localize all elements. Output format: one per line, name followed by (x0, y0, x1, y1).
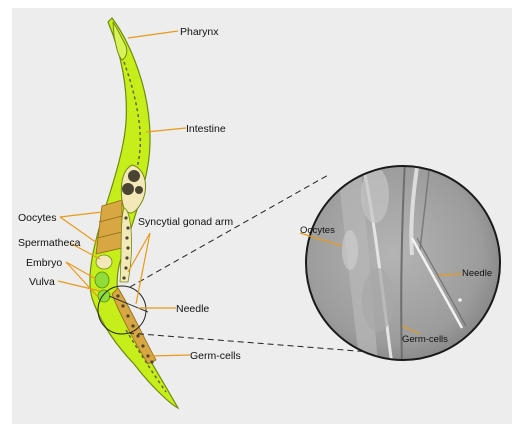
needle-line (108, 295, 149, 313)
label-intestine: Intestine (186, 123, 226, 135)
label-oocytes: Oocytes (18, 212, 57, 224)
label-vulva: Vulva (29, 276, 55, 288)
syncytial-gonad-arm (119, 207, 132, 283)
syncytial-dots (122, 216, 130, 280)
label-spermatheca: Spermatheca (18, 237, 81, 249)
germ-cell-dots (116, 294, 154, 364)
germ-cell-large (135, 186, 143, 194)
label-needle: Needle (176, 303, 210, 315)
zoom-connector-bottom (127, 332, 371, 353)
micrograph-inset (305, 165, 501, 361)
label-syncytial-gonad-arm: Syncytial gonad arm (138, 216, 234, 228)
pharynx-shape (112, 21, 128, 61)
spermatheca-shape (95, 254, 113, 270)
worm-body (89, 17, 180, 410)
label-germ-cells: Germ-cells (190, 350, 241, 362)
embryo-shape (94, 271, 110, 289)
germ-cell-large (122, 183, 134, 195)
inset-label-needle: Needle (462, 268, 493, 279)
inset-label-germ-cells: Germ-cells (402, 334, 448, 345)
label-embryo: Embryo (26, 257, 63, 269)
zoom-circle (97, 285, 147, 335)
inset-label-oocytes: Oocytes (300, 225, 335, 236)
inset-needle (410, 237, 464, 329)
oocyte-region (95, 199, 123, 255)
leader-lines (57, 30, 463, 357)
intestine-dashed-line-lower (125, 329, 167, 393)
germ-cell-large (128, 170, 140, 182)
zoom-connector-top (129, 173, 331, 288)
label-pharynx: Pharynx (180, 26, 219, 38)
